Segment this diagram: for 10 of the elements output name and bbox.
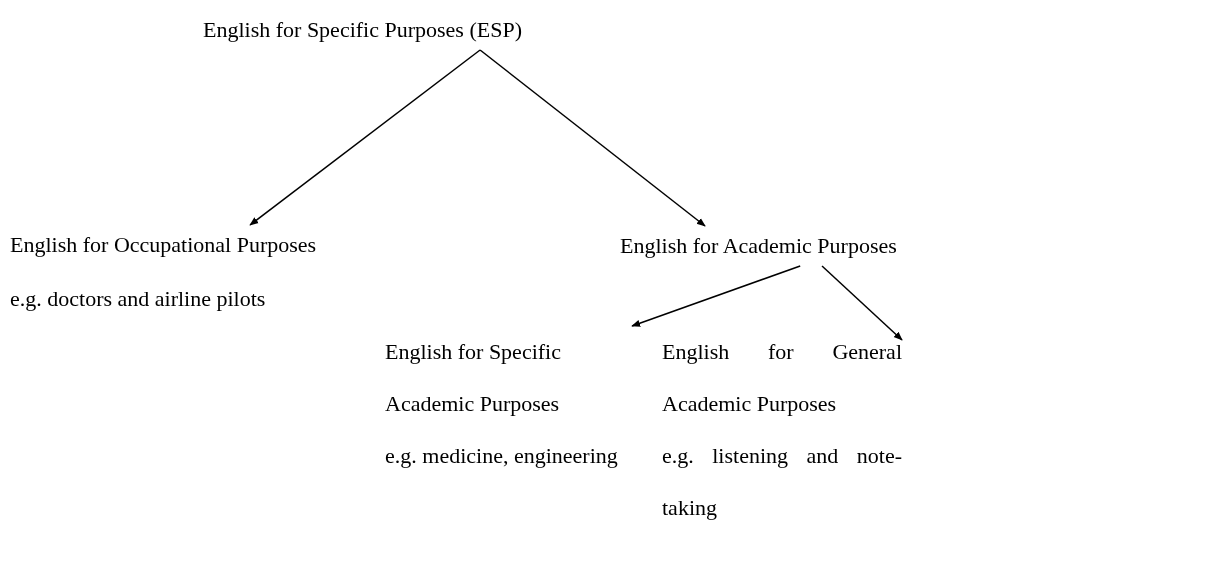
example-text: e.g. listening and note-taking	[662, 442, 902, 522]
node-label: English for Specific Purposes (ESP)	[203, 16, 523, 44]
node-label: English for Academic Purposes	[620, 232, 898, 260]
node-label: English for Occupational Purposes	[10, 231, 318, 259]
arrow	[479, 49, 706, 227]
arrow	[631, 265, 801, 327]
arrow	[249, 49, 481, 226]
example-text: e.g. doctors and airline pilots	[10, 285, 267, 313]
example-text: e.g. medicine, engineering	[385, 442, 619, 470]
arrow	[821, 265, 903, 341]
